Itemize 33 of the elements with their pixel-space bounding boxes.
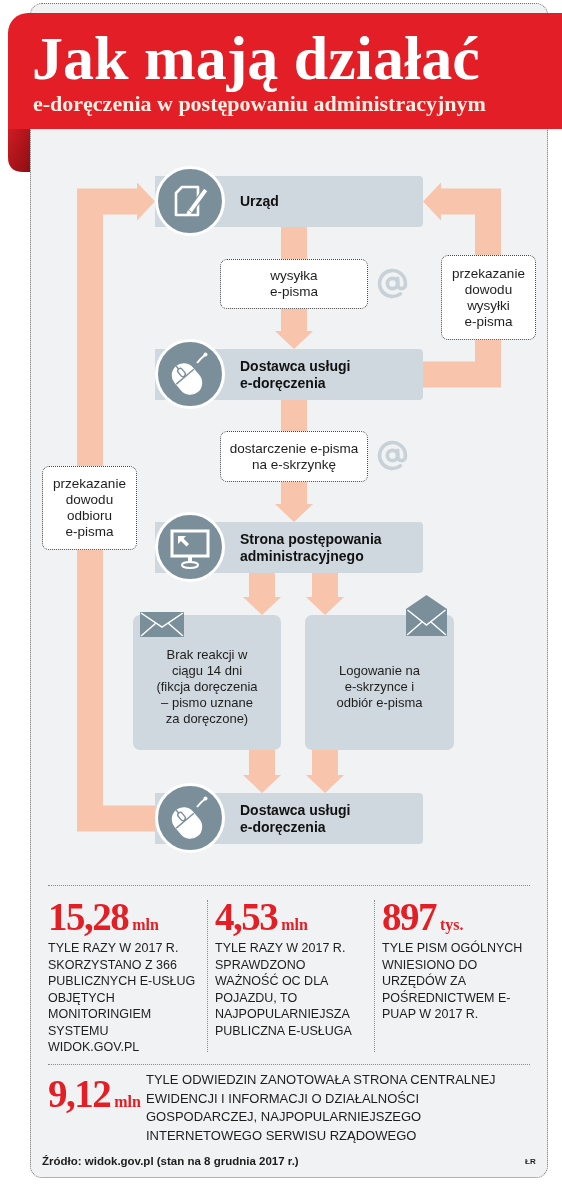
subtitle: e-doręczenia w postępowaniu administracyjnym xyxy=(33,93,486,115)
stat-description: TYLE ODWIEDZIN ZANOTOWAŁA STRONA CENTRALNEJ EWIDENCJI I INFORMACJI O DZIAŁALNOŚCI GOSPODARCZEJ, NAJPOPULARNIEJSZEGO INTERNETOWEGO SERWISU RZĄDOWEGO xyxy=(146,1071,497,1145)
author-initials: ŁR xyxy=(525,1157,536,1167)
stat-unit: mln xyxy=(132,917,159,933)
process-box xyxy=(133,615,281,750)
stat-unit: tys. xyxy=(440,917,464,933)
arrow xyxy=(275,400,313,522)
arrow xyxy=(77,182,155,832)
stat-description: TYLE PISM OGÓLNYCH WNIESIONO DO URZĘDÓW ZA POŚREDNICTWEM E-PUAP W 2017 R. xyxy=(382,940,524,1023)
arrow xyxy=(306,573,344,615)
source-note: Źródło: widok.gov.pl (stan na 8 grudnia 2017 r.) xyxy=(42,1154,299,1169)
edge-label: dostarczenie e-pisma na e-skrzynkę xyxy=(220,431,368,482)
stat-number: 15,28 xyxy=(48,897,129,937)
stat-unit: mln xyxy=(281,917,308,933)
stat-number: 897 xyxy=(382,897,436,937)
edge-label: przekazanie dowodu wysyłki e-pisma xyxy=(441,255,536,340)
arrow xyxy=(243,750,281,793)
box-label: Strona postępowania administracyjnego xyxy=(240,530,383,565)
box-label: Brak reakcji w ciągu 14 dni (fikcja doręczenia – pismo uznane za doręczone) xyxy=(155,646,259,727)
box-label: Logowanie na e-skrzynce i odbiór e-pisma xyxy=(335,662,424,711)
arrow xyxy=(275,227,313,349)
edge-label: wysyłka e-pisma xyxy=(220,259,368,309)
box-label: Urząd xyxy=(240,193,279,210)
stat-description: TYLE RAZY W 2017 R. SKORZYSTANO Z 366 PUBLICZNYCH E-USŁUG OBJĘTYCH MONITORINGIEM SYSTEMU WIDOK.GOV.PL xyxy=(48,940,197,1056)
arrow xyxy=(306,750,344,793)
box-label: Dostawca usługi e-doręczenia xyxy=(240,357,352,392)
arrow xyxy=(243,573,281,615)
stat-unit: mln xyxy=(114,1094,141,1110)
stat-description: TYLE RAZY W 2017 R. SPRAWDZONO WAŻNOŚĆ OC DLA POJAZDU, TO NAJPOPULARNIEJSZA PUBLICZNA E-USŁUGA xyxy=(215,940,353,1039)
stat-number: 9,12 xyxy=(48,1074,111,1114)
edge-label: przekazanie dowodu odbioru e-pisma xyxy=(42,466,137,550)
box-label: Dostawca usługi e-doręczenia xyxy=(240,801,352,836)
stat-number: 4,53 xyxy=(215,897,278,937)
